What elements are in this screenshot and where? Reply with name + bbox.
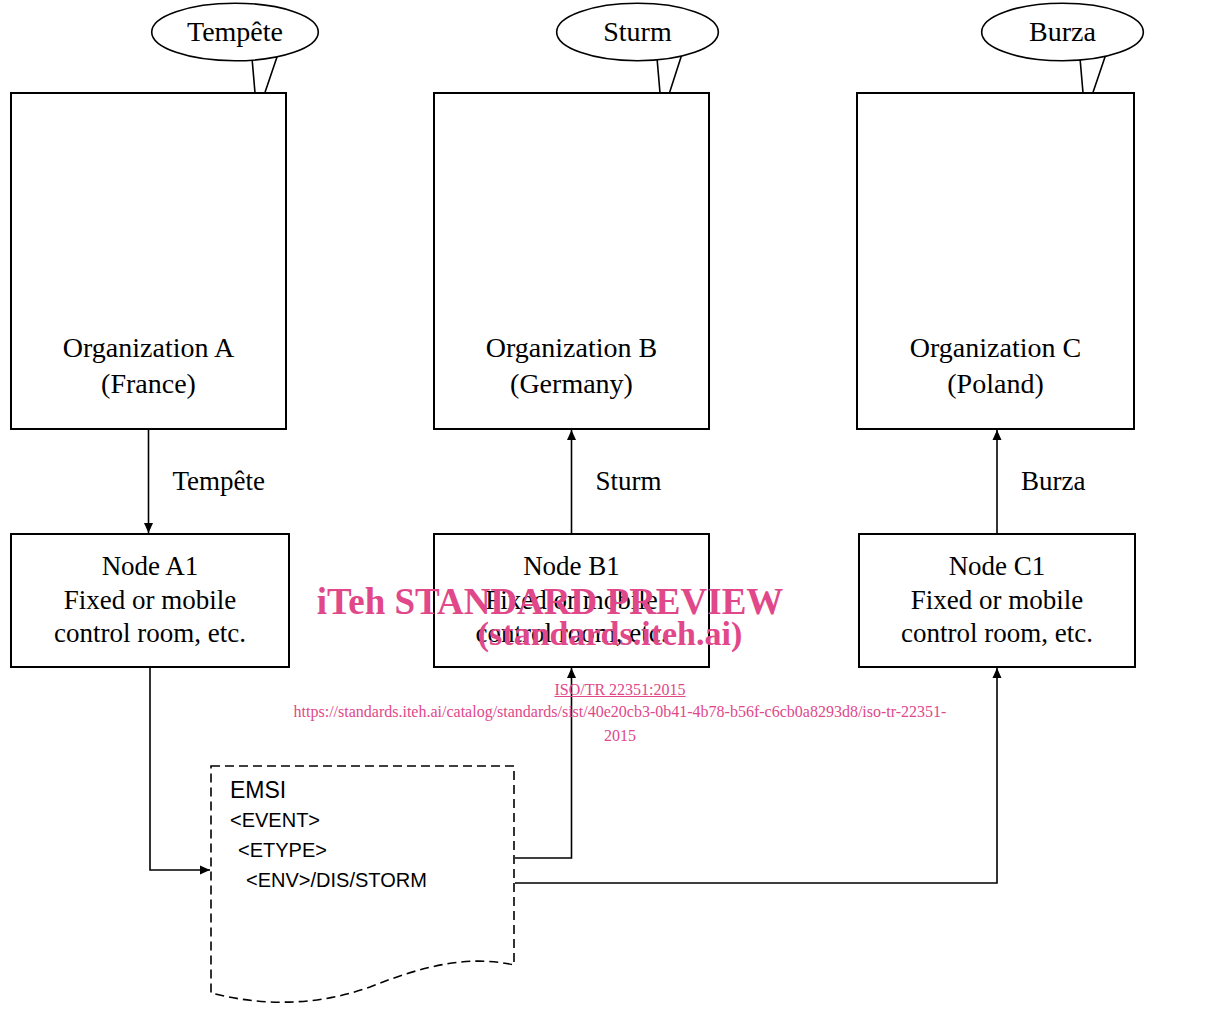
flow-arrow xyxy=(148,430,150,533)
xml-tag: <ENV>/DIS/STORM xyxy=(230,865,507,895)
box-title: Organization B (Germany) xyxy=(457,330,687,402)
flow-arrow xyxy=(571,430,573,533)
organization-box: Organization B (Germany) xyxy=(433,92,710,430)
watermark: (standards.iteh.ai) xyxy=(410,615,810,653)
speech-text: Sturm xyxy=(603,16,671,48)
speech-bubble: Sturm xyxy=(555,2,720,62)
flow-arrow xyxy=(996,430,998,533)
organization-box: Organization C (Poland) xyxy=(856,92,1135,430)
edge-label: Sturm xyxy=(594,466,664,497)
watermark-link: ISO/TR 22351:2015 xyxy=(470,678,770,702)
box-title: Organization C (Poland) xyxy=(881,330,1111,402)
box-title: Node A1 xyxy=(102,550,199,584)
flow-arrow xyxy=(150,668,210,870)
speech-bubble: Burza xyxy=(980,2,1145,62)
node-box: Node C1Fixed or mobile control room, etc… xyxy=(858,533,1136,668)
edge-label: Burza xyxy=(1019,466,1087,497)
box-title: Organization A (France) xyxy=(34,330,264,402)
xml-tag: <EVENT> xyxy=(230,805,507,835)
node-box: Node A1Fixed or mobile control room, etc… xyxy=(10,533,290,668)
speech-text: Tempête xyxy=(187,16,283,48)
xml-tag: <ETYPE> xyxy=(230,835,507,865)
emsi-document: EMSI<EVENT><ETYPE><ENV>/DIS/STORM xyxy=(210,765,515,1005)
box-title: Node B1 xyxy=(523,550,620,584)
watermark-link: https://standards.iteh.ai/catalog/standa… xyxy=(290,700,950,748)
speech-text: Burza xyxy=(1029,16,1096,48)
edge-label: Tempête xyxy=(171,466,268,497)
box-description: Fixed or mobile control room, etc. xyxy=(879,584,1115,652)
flow-arrow xyxy=(515,668,997,883)
document-title: EMSI xyxy=(230,775,507,805)
organization-box: Organization A (France) xyxy=(10,92,287,430)
box-title: Node C1 xyxy=(949,550,1046,584)
speech-bubble: Tempête xyxy=(150,2,320,62)
box-description: Fixed or mobile control room, etc. xyxy=(32,584,268,652)
